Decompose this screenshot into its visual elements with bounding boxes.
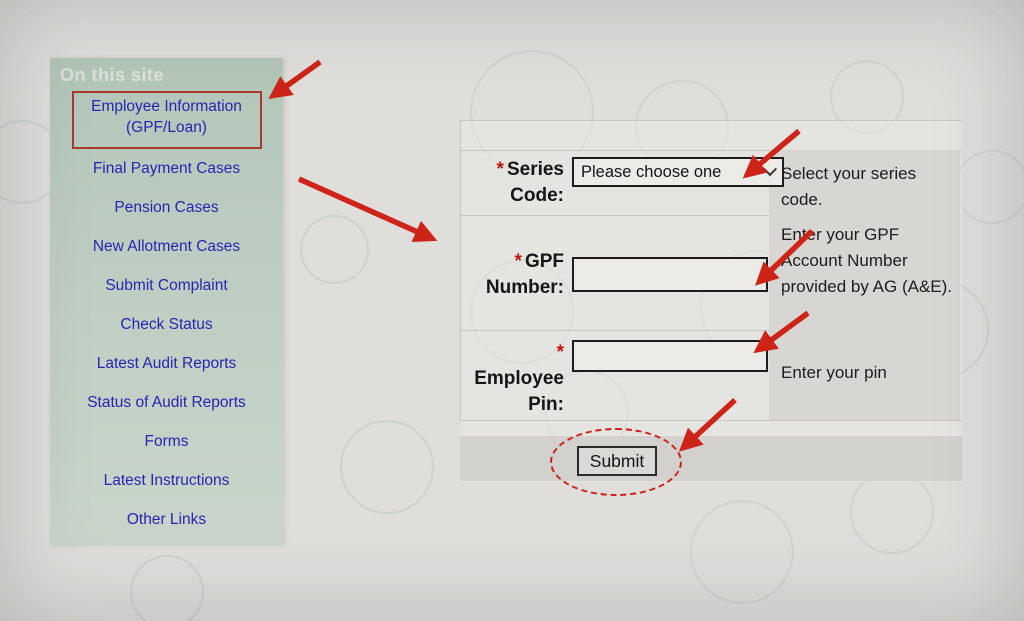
sidebar-item-other-links[interactable]: Other Links [126, 511, 207, 528]
submit-row [460, 435, 962, 481]
sidebar-item-latest-instructions[interactable]: Latest Instructions [103, 472, 230, 489]
table-border [460, 150, 962, 151]
employee-pin-label: *Employee Pin: [460, 340, 564, 418]
table-border [460, 120, 461, 420]
watermark-circle [300, 215, 369, 284]
series-code-help: Select your series code. [781, 164, 917, 209]
table-border [460, 120, 962, 121]
series-code-selected-value: Please choose one [581, 162, 722, 181]
watermark-circle [850, 470, 934, 554]
gpf-number-help: Enter your GPF Account Number provided b… [781, 225, 953, 296]
employee-pin-input[interactable] [572, 340, 768, 372]
watermark-circle [340, 420, 434, 514]
series-code-label: *Series Code: [496, 159, 564, 206]
chevron-down-icon [762, 162, 778, 177]
sidebar-item-employee-information[interactable]: Employee Information (GPF/Loan) [91, 98, 242, 136]
sidebar-on-this-site: On this site Employee Information (GPF/L… [50, 58, 283, 545]
gpf-number-label: *GPF Number: [485, 251, 564, 298]
sidebar-menu: Final Payment Cases Pension Cases New Al… [50, 158, 283, 531]
required-marker: * [496, 159, 504, 180]
sidebar-title: On this site [60, 65, 165, 85]
employee-login-form: *Series Code: Please choose one Select y… [460, 120, 962, 482]
required-marker: * [514, 251, 522, 272]
series-code-select[interactable]: Please choose one [572, 157, 784, 187]
sidebar-item-latest-audit-reports[interactable]: Latest Audit Reports [96, 355, 237, 372]
sidebar-item-check-status[interactable]: Check Status [120, 316, 213, 333]
watermark-circle [955, 150, 1024, 224]
gpf-number-input[interactable] [572, 257, 768, 292]
sidebar-item-pension-cases[interactable]: Pension Cases [114, 199, 219, 216]
sidebar-item-status-of-audit-reports[interactable]: Status of Audit Reports [87, 394, 246, 411]
table-border [460, 330, 769, 331]
sidebar-item-forms[interactable]: Forms [144, 433, 189, 450]
annotation-arrow-form [297, 176, 438, 242]
sidebar-item-new-allotment-cases[interactable]: New Allotment Cases [92, 238, 241, 255]
sidebar-item-submit-complaint[interactable]: Submit Complaint [105, 277, 228, 294]
required-marker: * [556, 342, 564, 363]
sidebar-item-final-payment-cases[interactable]: Final Payment Cases [92, 160, 241, 177]
highlight-box-annotation: Employee Information (GPF/Loan) [71, 91, 262, 149]
employee-pin-help: Enter your pin [781, 363, 887, 382]
table-border [460, 215, 769, 216]
watermark-circle [130, 555, 204, 621]
submit-button[interactable]: Submit [577, 446, 657, 476]
help-column [769, 150, 960, 420]
watermark-circle [690, 500, 794, 604]
table-border [460, 420, 962, 421]
